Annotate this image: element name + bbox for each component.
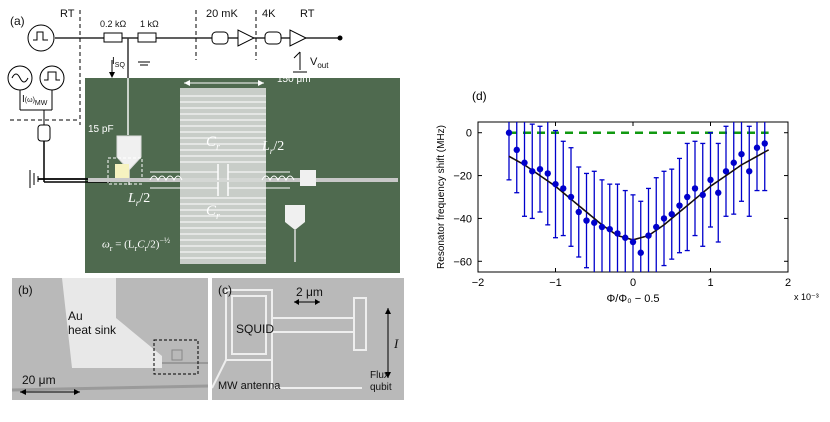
- x-ticks: −2 −1 0 1 2: [472, 122, 791, 289]
- data-point: [544, 170, 551, 177]
- data-point: [560, 185, 567, 192]
- error-bars: [506, 122, 768, 272]
- label-resistor-02k: 0.2 kΩ: [100, 19, 127, 29]
- data-point: [637, 249, 644, 256]
- circuit-schematic: [7, 10, 398, 264]
- data-point: [622, 234, 629, 241]
- y-tick-label: −20: [453, 171, 472, 183]
- sem-image-heatsink: [12, 278, 208, 400]
- chart-x-label: Φ/Φ₀ − 0.5: [606, 293, 659, 305]
- data-point: [653, 223, 660, 231]
- label-flux: Flux: [370, 370, 389, 381]
- data-point: [676, 202, 683, 209]
- x-tick-label: −1: [549, 277, 562, 289]
- data-point: [505, 129, 513, 136]
- label-heat-sink: heat sink: [68, 323, 117, 337]
- data-point: [606, 225, 613, 233]
- y-tick-label: −40: [453, 213, 472, 225]
- x-tick-label: 1: [707, 277, 713, 289]
- label-scale-20um: 20 μm: [22, 373, 56, 387]
- label-scale-2um: 2 μm: [296, 285, 323, 299]
- label-squid: SQUID: [236, 322, 275, 336]
- label-au: Au: [68, 309, 83, 323]
- label-150um: 150 μm: [277, 74, 311, 85]
- label-vout: Vout: [310, 56, 329, 71]
- data-points: [505, 129, 768, 256]
- label-15pf: 15 pF: [88, 124, 114, 135]
- data-point: [684, 193, 691, 201]
- data-point: [699, 191, 706, 199]
- label-mw-antenna: MW antenna: [218, 380, 281, 392]
- inductor-left-icon: [149, 175, 183, 182]
- label-lr-right: Lr/2: [262, 139, 285, 156]
- y-ticks: 0 −20 −40 −60: [453, 128, 788, 268]
- label-cr-top: Cr: [206, 134, 220, 153]
- label-imw: I(ω)MW: [22, 94, 48, 107]
- label-resistor-1k: 1 kΩ: [140, 19, 159, 29]
- resistor-02k-icon: [103, 32, 123, 43]
- label-isq: ISQ: [112, 56, 125, 69]
- capacitor-fingers: [180, 95, 266, 259]
- data-point: [614, 230, 621, 237]
- chart-y-label: Resonator frequency shift (MHz): [436, 125, 447, 269]
- label-20mk: 20 mK: [206, 8, 238, 20]
- x-tick-label: 2: [785, 277, 791, 289]
- data-point: [707, 176, 714, 184]
- label-rt-right: RT: [300, 8, 315, 20]
- data-point: [730, 159, 737, 166]
- data-point: [513, 146, 520, 154]
- label-cr-bottom: Cr: [206, 203, 220, 222]
- label-rt-left: RT: [60, 8, 75, 20]
- data-point: [722, 168, 730, 175]
- data-point: [583, 217, 590, 224]
- data-point: [521, 159, 528, 166]
- data-point: [715, 189, 722, 196]
- data-point: [575, 208, 582, 216]
- amplifier-icon: [289, 29, 308, 47]
- data-point: [567, 193, 575, 201]
- data-point: [629, 238, 637, 246]
- filter-icon: [264, 31, 282, 45]
- data-point: [691, 185, 699, 192]
- resistor-1k-icon: [137, 32, 157, 43]
- panel-c-letter: (c): [218, 283, 232, 297]
- data-point: [552, 180, 559, 188]
- data-point: [753, 144, 761, 151]
- label-4k: 4K: [262, 8, 276, 20]
- filter-icon: [211, 31, 229, 45]
- label-qubit: qubit: [370, 382, 392, 393]
- data-point: [591, 219, 598, 226]
- data-point: [529, 168, 536, 175]
- data-point: [738, 150, 745, 158]
- label-lr-left: Lr/2: [128, 191, 151, 208]
- data-point: [598, 223, 606, 231]
- label-current-i: I: [394, 336, 399, 351]
- panel-b-letter: (b): [18, 283, 33, 297]
- data-point: [660, 215, 668, 222]
- frequency-shift-chart: (d) −2 −1 0 1 2 0 −20 −40 −60 Φ/Φ₀ − 0.5 x 10⁻³…: [436, 89, 819, 305]
- amplifier-icon: [237, 29, 256, 47]
- interdigitated-capacitor: [180, 88, 266, 264]
- pulse-source-icon: [27, 24, 55, 52]
- data-point: [746, 168, 753, 175]
- x-tick-label: 0: [630, 277, 636, 289]
- data-point: [761, 140, 768, 147]
- chart-x-multiplier: x 10⁻³: [794, 292, 819, 302]
- sem-image-qubit: [212, 278, 404, 400]
- y-tick-label: 0: [466, 128, 472, 140]
- panel-a-letter: (a): [10, 14, 25, 28]
- inductor-right-icon: [261, 175, 295, 182]
- x-tick-label: −2: [472, 277, 485, 289]
- data-point: [536, 165, 544, 173]
- data-point: [645, 232, 652, 239]
- data-point: [668, 210, 675, 218]
- chart-panel-letter: (d): [472, 89, 487, 103]
- y-tick-label: −60: [453, 256, 472, 268]
- label-resonance-formula: ωr = (LrCr/2)−½: [102, 236, 170, 253]
